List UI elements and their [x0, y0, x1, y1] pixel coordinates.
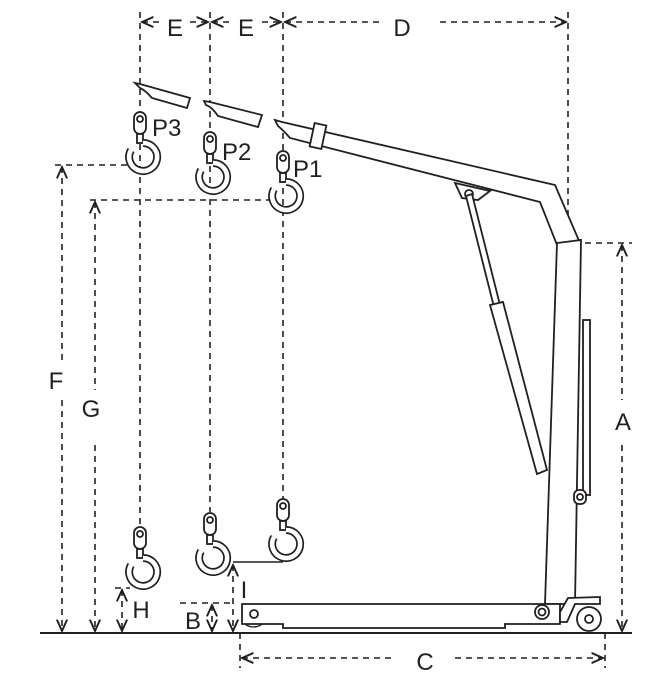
rear-caster-bracket — [559, 596, 601, 623]
hook-p1-lower — [272, 499, 300, 558]
label-b: B — [185, 608, 201, 635]
boom-collar — [308, 121, 328, 151]
label-e2: E — [238, 15, 254, 42]
label-f: F — [49, 368, 64, 395]
label-h: H — [132, 597, 149, 624]
base-leg — [241, 603, 561, 629]
dimension-a: A — [615, 245, 631, 631]
dimension-b: B — [185, 605, 212, 635]
front-wheel-axle — [249, 609, 259, 619]
mast — [544, 238, 582, 605]
label-d: D — [393, 15, 410, 42]
label-a: A — [615, 409, 631, 436]
reference-lines — [55, 12, 632, 668]
crane-frame — [241, 118, 602, 632]
boom-extension-p3 — [132, 81, 192, 110]
pump-handle — [582, 319, 591, 496]
hook-p3-lower — [129, 527, 157, 586]
dimension-h: H — [115, 587, 150, 631]
dimension-e1: E — [142, 15, 208, 42]
label-g: G — [82, 396, 101, 423]
label-p1: P1 — [293, 156, 322, 183]
dimension-f: F — [49, 167, 64, 631]
label-p3: P3 — [152, 115, 181, 142]
dimension-i: I — [233, 561, 283, 631]
dimension-e2: E — [212, 15, 281, 42]
dimension-c: C — [242, 649, 603, 676]
label-i: I — [241, 577, 248, 604]
label-e1: E — [167, 15, 183, 42]
dimension-d: D — [285, 15, 566, 42]
boom-extension-p2 — [202, 99, 264, 129]
hook-p2-lower — [199, 513, 227, 572]
label-c: C — [416, 649, 433, 676]
dimension-g: G — [82, 202, 101, 631]
ram-cylinder — [488, 300, 549, 476]
front-wheel — [244, 623, 263, 628]
label-p2: P2 — [222, 139, 251, 166]
ram-piston — [464, 192, 502, 309]
